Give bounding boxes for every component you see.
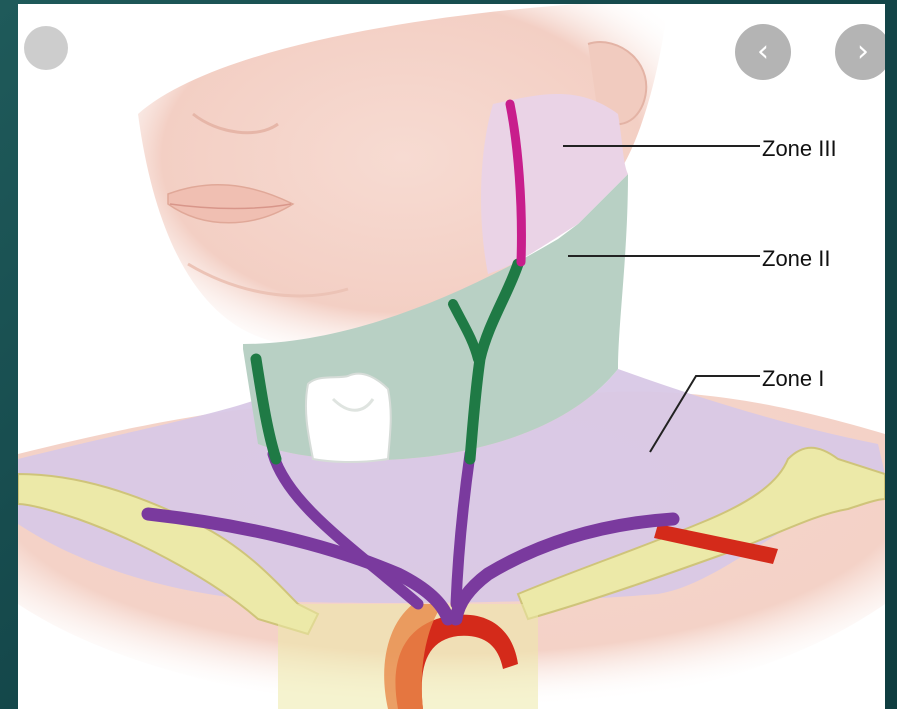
neck-zones-illustration: [18, 4, 885, 709]
previous-image-button[interactable]: ‹: [735, 24, 791, 80]
zone-3-label: Zone III: [762, 136, 837, 162]
zone-2-label: Zone II: [762, 246, 830, 272]
zone-1-label: Zone I: [762, 366, 824, 392]
chevron-left-icon: ‹: [757, 37, 769, 67]
diagram-frame: Zone III Zone II Zone I ‹ ›: [18, 4, 885, 709]
thyroid-cartilage: [306, 374, 391, 462]
next-image-button[interactable]: ›: [835, 24, 885, 80]
chevron-right-icon: ›: [857, 37, 869, 67]
